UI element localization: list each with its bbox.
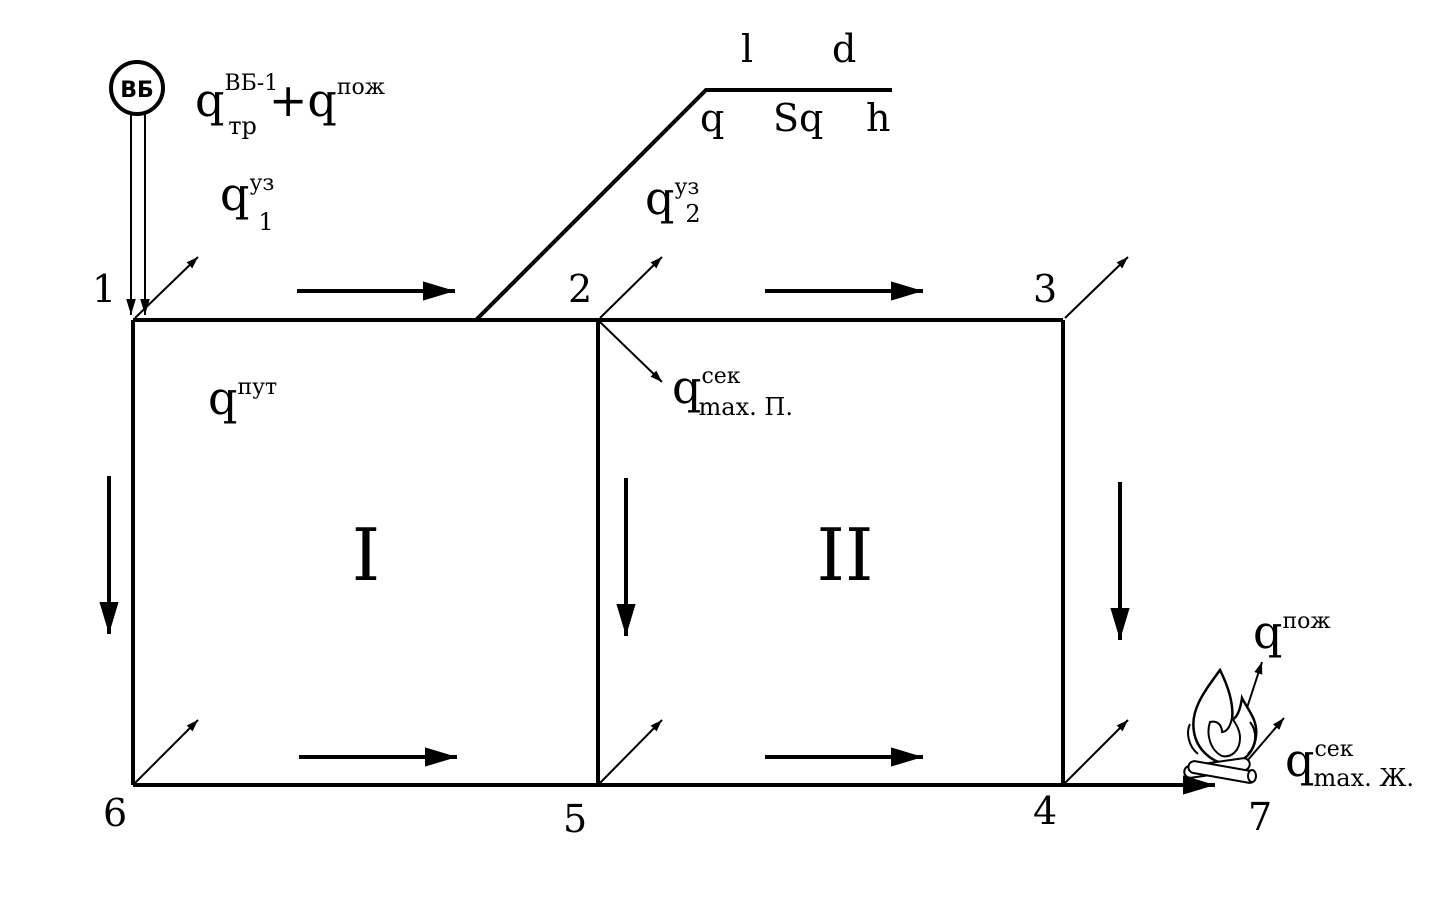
table-d: d [832, 27, 856, 71]
demand-arrow-node-3 [1064, 256, 1129, 319]
table-sq: Sq [773, 96, 823, 140]
firewood [1183, 757, 1257, 784]
node-demand-arrows [134, 256, 1285, 784]
demand-arrow-node-4 [1064, 719, 1129, 784]
pipe-network [131, 318, 1215, 795]
demand-arrow-node-5 [599, 719, 663, 784]
table-l: l [741, 27, 753, 71]
table-h: h [866, 96, 890, 140]
demand-arrow-node-6 [134, 719, 199, 784]
flow-arrows [99, 281, 1130, 767]
water-tower: ВБ [109, 60, 165, 315]
fire-flow-label: qпож [1253, 605, 1331, 659]
node-label-7: 7 [1248, 795, 1272, 839]
demand-arrow-node-2 [599, 256, 663, 319]
node-label-6: 6 [103, 791, 127, 835]
section-arrow-node-2 [599, 321, 663, 383]
node-label-1: 1 [92, 267, 116, 311]
table-q: q [700, 96, 724, 140]
water-tower-badge: ВБ [120, 78, 154, 103]
water-tower-icon [109, 60, 165, 116]
parameter-table: l d q Sq h [474, 27, 892, 322]
table-leader-line [474, 88, 892, 322]
node-label-5: 5 [563, 797, 587, 841]
node-label-2: 2 [568, 267, 592, 311]
node-label-4: 4 [1033, 789, 1057, 833]
path-flow-label: qпут [208, 371, 277, 425]
node-label-3: 3 [1033, 267, 1057, 311]
node-labels: 1 2 3 4 5 6 7 [92, 267, 1272, 841]
ring-label-2: II [817, 513, 874, 597]
ring-label-1: I [352, 513, 380, 597]
fire-icon [1183, 667, 1258, 784]
